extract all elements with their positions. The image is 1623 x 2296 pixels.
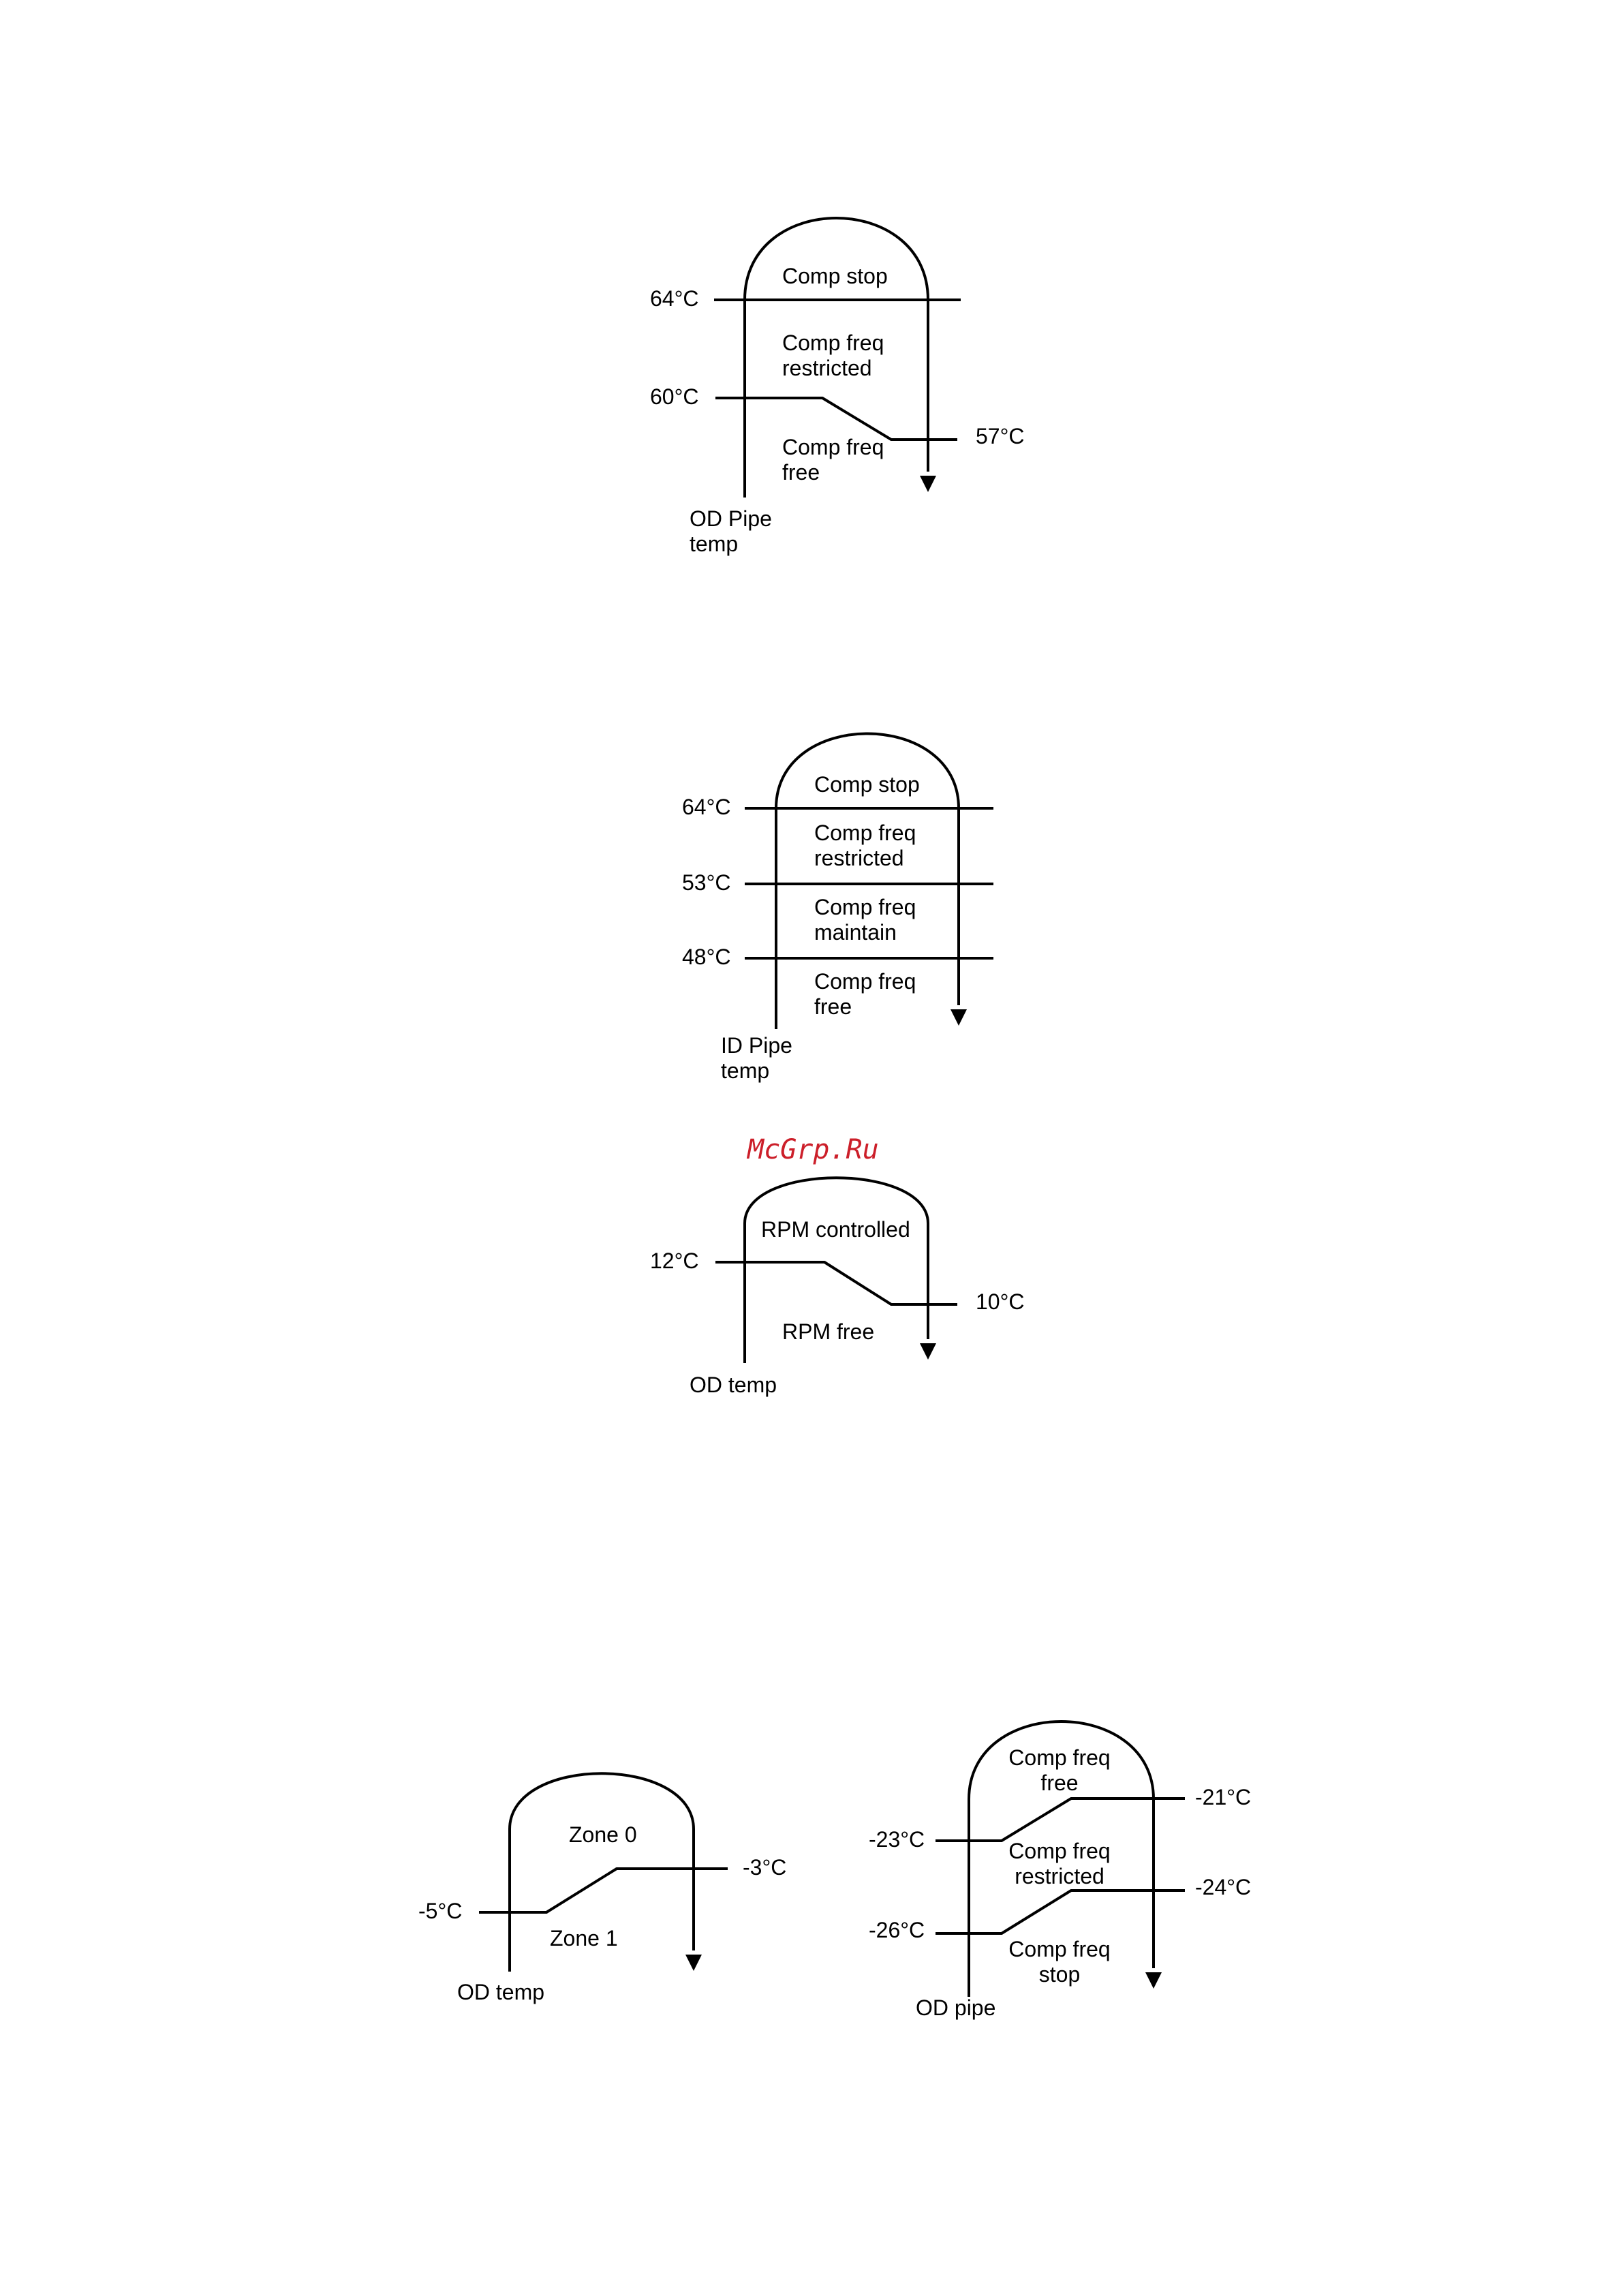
watermark-text: McGrp.Ru xyxy=(746,1134,879,1165)
zone-label-restricted-2: restricted xyxy=(782,356,872,380)
zone-label-comp-stop: Comp stop xyxy=(814,772,920,797)
diagram-od-temp-rpm: 12°C 10°C RPM controlled RPM free OD tem… xyxy=(650,1176,1025,1397)
temp-label-60: 60°C xyxy=(650,384,699,409)
diagram-od-pipe-comp: -23°C -21°C -26°C -24°C Comp freq free C… xyxy=(869,1720,1251,2020)
temp-label-64: 64°C xyxy=(682,795,731,819)
zone-label-maintain: Comp freq xyxy=(814,895,916,919)
threshold-line-60-57 xyxy=(715,397,957,441)
temp-label-57: 57°C xyxy=(976,424,1025,448)
zone-label-zone-1: Zone 1 xyxy=(550,1926,618,1950)
temp-label-minus-5: -5°C xyxy=(418,1899,462,1923)
zone-label-free-2: free xyxy=(1040,1771,1078,1795)
temp-label-64: 64°C xyxy=(650,286,699,311)
temp-label-minus-3: -3°C xyxy=(743,1855,786,1880)
axis-label-id-pipe-2: temp xyxy=(721,1058,769,1083)
threshold-line-5-3 xyxy=(479,1867,728,1914)
zone-label-restricted: Comp freq xyxy=(814,821,916,845)
arrow-head-icon xyxy=(920,1343,936,1360)
temp-label-53: 53°C xyxy=(682,870,731,895)
hysteresis-loop xyxy=(508,1772,695,1972)
arrow-head-icon xyxy=(920,476,936,492)
temp-label-48: 48°C xyxy=(682,945,731,969)
diagram-od-pipe-temp: 64°C 60°C 57°C Comp stop Comp freq restr… xyxy=(650,217,1025,556)
temp-label-minus-24: -24°C xyxy=(1195,1875,1251,1899)
diagram-id-pipe-temp: 64°C 53°C 48°C Comp stop Comp freq restr… xyxy=(682,732,993,1083)
axis-label-od-temp: OD temp xyxy=(690,1373,777,1397)
hysteresis-loop xyxy=(743,1176,929,1363)
axis-label-od-temp: OD temp xyxy=(457,1980,544,2004)
zone-label-rpm-controlled: RPM controlled xyxy=(761,1217,910,1242)
temp-label-minus-26: -26°C xyxy=(869,1918,925,1942)
zone-label-restricted-2: restricted xyxy=(1015,1864,1104,1888)
zone-label-maintain-2: maintain xyxy=(814,920,897,945)
arrow-head-icon xyxy=(685,1955,702,1971)
zone-label-free: Comp freq xyxy=(782,435,884,459)
hysteresis-loop xyxy=(743,217,929,498)
axis-label-od-pipe-2: temp xyxy=(690,532,738,556)
zone-label-stop-2: stop xyxy=(1039,1962,1080,1987)
arrow-head-icon xyxy=(950,1009,967,1026)
zone-label-comp-stop: Comp stop xyxy=(782,264,888,288)
arrow-head-icon xyxy=(1145,1972,1162,1989)
axis-label-id-pipe: ID Pipe xyxy=(721,1033,792,1058)
zone-label-rpm-free: RPM free xyxy=(782,1319,874,1344)
hysteresis-loop xyxy=(775,732,960,1029)
temp-label-10: 10°C xyxy=(976,1289,1025,1314)
zone-label-restricted: Comp freq xyxy=(782,331,884,355)
threshold-line-26-24 xyxy=(936,1889,1185,1935)
temp-label-12: 12°C xyxy=(650,1249,699,1273)
hysteresis-loop xyxy=(968,1720,1155,1997)
zone-label-free-2: free xyxy=(814,994,852,1019)
zone-label-free-2: free xyxy=(782,460,820,485)
zone-label-stop: Comp freq xyxy=(1008,1937,1110,1961)
zone-label-free: Comp freq xyxy=(814,969,916,994)
temp-label-minus-23: -23°C xyxy=(869,1827,925,1852)
zone-label-zone-0: Zone 0 xyxy=(569,1822,637,1847)
threshold-line-23-21 xyxy=(936,1797,1185,1842)
zone-label-restricted: Comp freq xyxy=(1008,1839,1110,1863)
diagram-od-temp-zone: -5°C -3°C Zone 0 Zone 1 OD temp xyxy=(418,1772,786,2004)
zone-label-free: Comp freq xyxy=(1008,1745,1110,1770)
threshold-line-12-10 xyxy=(715,1261,957,1306)
axis-label-od-pipe: OD pipe xyxy=(916,1995,995,2020)
axis-label-od-pipe: OD Pipe xyxy=(690,506,772,531)
zone-label-restricted-2: restricted xyxy=(814,846,904,870)
temp-label-minus-21: -21°C xyxy=(1195,1785,1251,1809)
